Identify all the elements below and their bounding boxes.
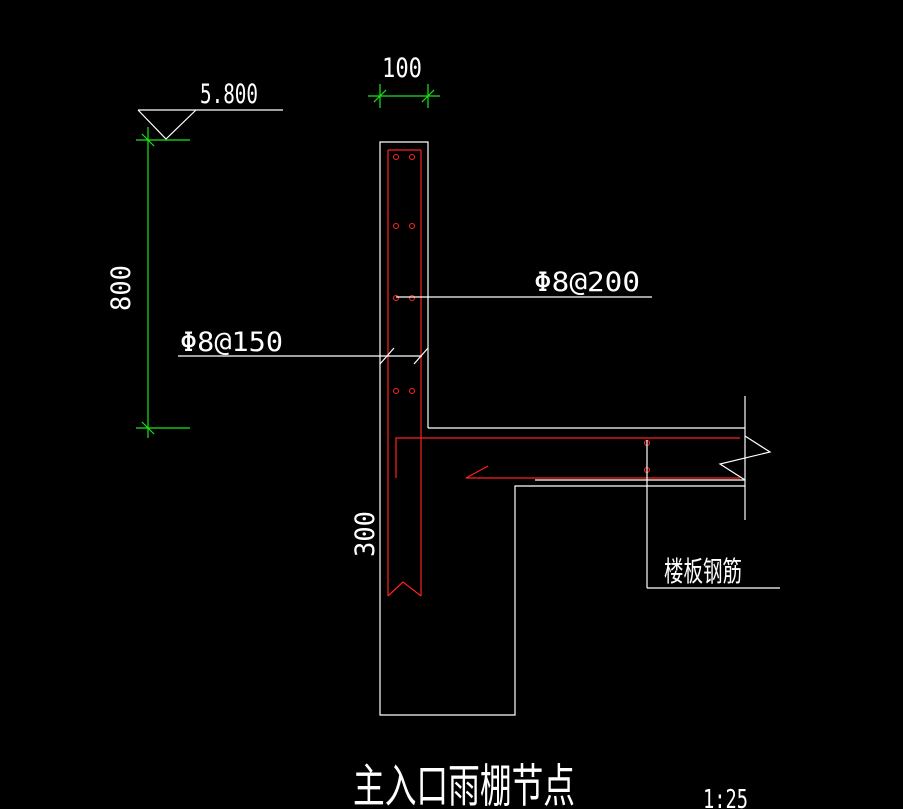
leader-tick	[413, 347, 429, 365]
rebar-dot	[392, 387, 400, 395]
rebar-dot	[408, 387, 416, 395]
rebar-dot	[392, 294, 400, 302]
drawing-title: 主入口雨棚节点	[353, 759, 575, 809]
tick-mark	[373, 89, 387, 103]
leader-tick	[379, 347, 395, 365]
elevation-text: 5.800	[200, 79, 258, 110]
dimension-text-height: 800	[106, 265, 137, 311]
rebar-dot	[408, 222, 416, 230]
tick-mark	[421, 89, 435, 103]
label-rebar-vertical: Φ8@200	[534, 267, 640, 298]
rebar-dot	[392, 153, 400, 161]
concrete-outline	[379, 141, 772, 716]
rebar-dots	[392, 153, 651, 474]
parapet-outline	[379, 141, 745, 716]
dimension-top-width: 100	[368, 53, 440, 108]
leader-rebar-stirrup: Φ8@150	[178, 327, 429, 365]
drawing-scale: 1:25	[703, 785, 748, 809]
rebar-dot	[408, 153, 416, 161]
rebar-slab-bottom	[465, 465, 740, 479]
label-rebar-stirrup: Φ8@150	[180, 327, 283, 358]
rebar-dot	[392, 222, 400, 230]
tick-mark	[141, 421, 155, 435]
dimension-vertical-height: 800	[106, 127, 190, 438]
elevation-mark: 5.800	[137, 79, 283, 140]
rebar-bottom-hook	[387, 581, 422, 597]
dimension-text-width: 100	[382, 53, 422, 84]
rebar-slab-top	[395, 437, 740, 478]
leader-rebar-vertical: Φ8@200	[396, 267, 652, 298]
rebar-layout	[387, 149, 740, 597]
label-floor-rebar: 楼板钢筋	[664, 555, 742, 588]
dimension-text-lower: 300	[350, 511, 381, 557]
rebar-dot	[408, 294, 416, 302]
elevation-triangle	[137, 109, 197, 140]
tick-mark	[141, 133, 155, 147]
leader-floor-rebar: 楼板钢筋	[646, 440, 780, 589]
break-symbol	[718, 435, 772, 481]
